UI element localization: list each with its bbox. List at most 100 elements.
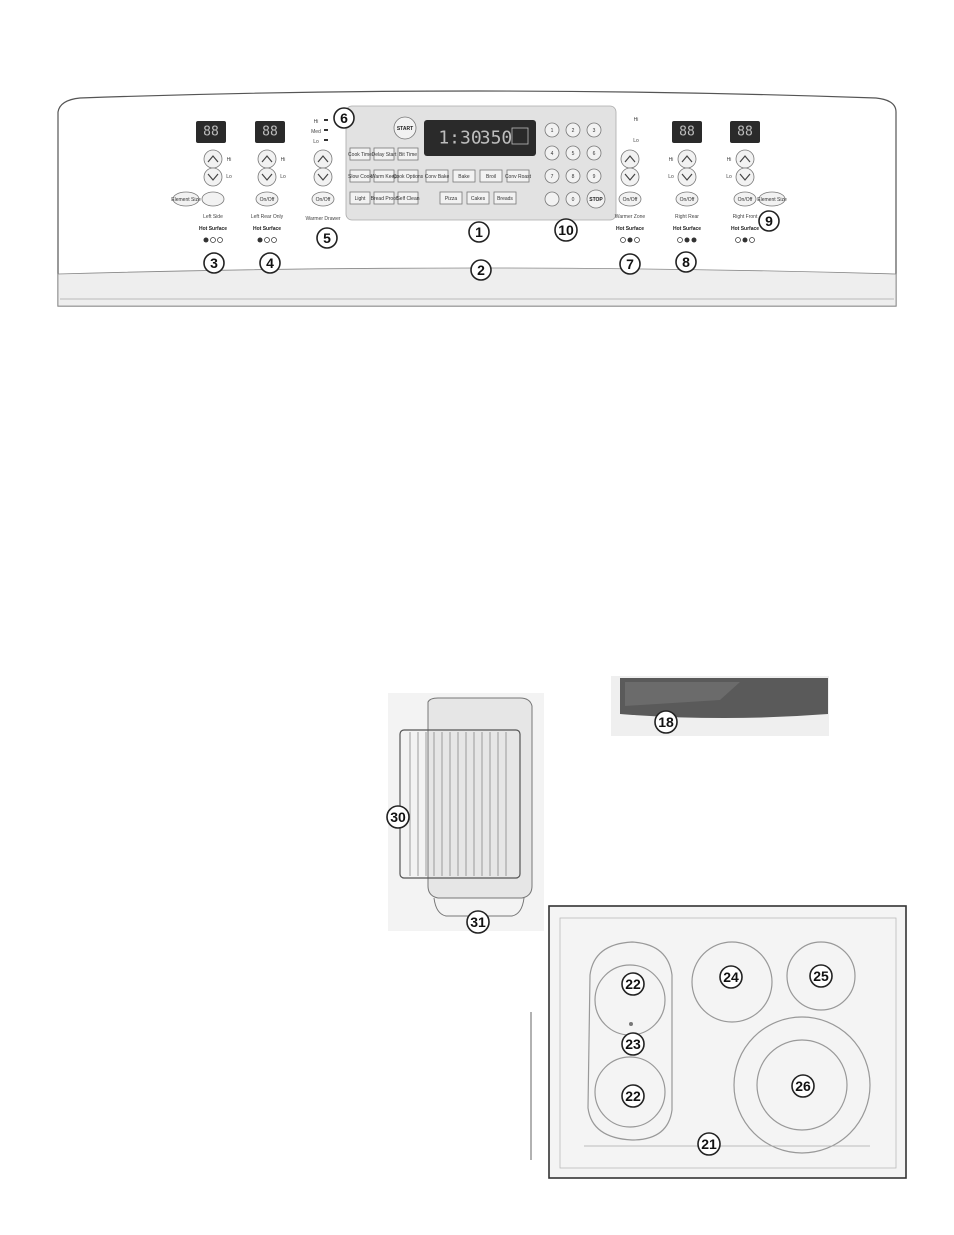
right-front-up-button[interactable] bbox=[735, 149, 755, 169]
warmer-zone-down-button[interactable] bbox=[620, 167, 640, 187]
svg-text:Self Clean: Self Clean bbox=[396, 196, 419, 202]
svg-text:0: 0 bbox=[572, 197, 575, 203]
svg-text:2: 2 bbox=[477, 262, 485, 278]
svg-text:Hot Surface: Hot Surface bbox=[616, 226, 644, 232]
svg-text:9: 9 bbox=[593, 174, 596, 180]
svg-text:Left Rear Only: Left Rear Only bbox=[251, 214, 284, 220]
warmer-down-button[interactable] bbox=[313, 167, 333, 187]
warm-keep-button[interactable] bbox=[373, 169, 395, 183]
slow-cook-button[interactable] bbox=[349, 169, 371, 183]
pizza-button[interactable] bbox=[439, 191, 463, 205]
svg-text:22: 22 bbox=[625, 1088, 641, 1104]
svg-text:Med: Med bbox=[311, 129, 321, 135]
warmer-up-button[interactable] bbox=[313, 149, 333, 169]
left-side-onoff-button[interactable] bbox=[201, 191, 225, 207]
svg-text:On/Off: On/Off bbox=[260, 197, 275, 203]
right-rear-up-button[interactable] bbox=[677, 149, 697, 169]
svg-text:Warmer Zone: Warmer Zone bbox=[615, 214, 646, 220]
bit-time-button[interactable] bbox=[397, 147, 419, 161]
callout-3: 3 bbox=[203, 252, 225, 274]
svg-text:Hi: Hi bbox=[634, 117, 639, 123]
left-rear-up-button[interactable] bbox=[257, 149, 277, 169]
svg-text:Element Size: Element Size bbox=[171, 197, 201, 203]
warmer-zone-up-button[interactable] bbox=[620, 149, 640, 169]
num-9-button[interactable] bbox=[586, 168, 602, 184]
warmer-zone-onoff-button[interactable] bbox=[618, 191, 642, 207]
rear-center-element bbox=[691, 941, 773, 1023]
right-rear-onoff-button[interactable] bbox=[675, 191, 699, 207]
svg-text:8: 8 bbox=[572, 174, 575, 180]
left-side-element-size-button[interactable] bbox=[172, 191, 200, 207]
left-side-zone: 88 Hi Lo Element Size Left Side Hot Surf… bbox=[171, 121, 232, 243]
svg-text:Bake: Bake bbox=[458, 174, 470, 180]
svg-text:STOP: STOP bbox=[589, 197, 603, 203]
svg-text:Cakes: Cakes bbox=[471, 196, 486, 202]
cook-time-button[interactable] bbox=[349, 147, 371, 161]
bake-button[interactable] bbox=[452, 169, 476, 183]
svg-text:Conv Roast: Conv Roast bbox=[505, 174, 532, 180]
num-6-button[interactable] bbox=[586, 145, 602, 161]
conv-bake-button[interactable] bbox=[425, 169, 449, 183]
delay-start-button[interactable] bbox=[373, 147, 395, 161]
conv-roast-button[interactable] bbox=[506, 169, 530, 183]
callout-31: 31 bbox=[466, 910, 490, 934]
callout-8: 8 bbox=[675, 251, 697, 273]
num-4-button[interactable] bbox=[544, 145, 560, 161]
callout-24: 24 bbox=[719, 965, 743, 989]
svg-text:22: 22 bbox=[625, 976, 641, 992]
svg-text:1: 1 bbox=[551, 128, 554, 134]
left-side-up-button[interactable] bbox=[203, 149, 223, 169]
svg-text:Conv Bake: Conv Bake bbox=[425, 174, 450, 180]
svg-text:1:30: 1:30 bbox=[438, 128, 481, 149]
svg-text:4: 4 bbox=[551, 151, 554, 157]
oven-controls: START 1:30 350 Cook Time Delay Start Bit… bbox=[348, 116, 606, 209]
num-8-button[interactable] bbox=[565, 168, 581, 184]
breads-button[interactable] bbox=[493, 191, 517, 205]
clock-button[interactable] bbox=[544, 191, 560, 207]
warmer-zone: Hi Lo On/Off Warmer Zone Hot Surface bbox=[615, 117, 646, 243]
svg-text:Hot Surface: Hot Surface bbox=[253, 226, 281, 232]
svg-text:8: 8 bbox=[682, 254, 690, 270]
left-rear-down-button[interactable] bbox=[257, 167, 277, 187]
right-front-onoff-button[interactable] bbox=[733, 191, 757, 207]
num-3-button[interactable] bbox=[586, 122, 602, 138]
num-0-button[interactable] bbox=[565, 191, 581, 207]
callout-22-front: 22 bbox=[621, 1084, 645, 1108]
num-2-button[interactable] bbox=[565, 122, 581, 138]
num-7-button[interactable] bbox=[544, 168, 560, 184]
left-side-down-button[interactable] bbox=[203, 167, 223, 187]
start-button[interactable] bbox=[393, 116, 417, 140]
stop-button[interactable] bbox=[586, 189, 606, 209]
broil-button[interactable] bbox=[479, 169, 503, 183]
svg-text:Hot Surface: Hot Surface bbox=[673, 226, 701, 232]
callout-4: 4 bbox=[259, 252, 281, 274]
svg-text:Lo: Lo bbox=[226, 174, 232, 180]
svg-text:Left Side: Left Side bbox=[203, 214, 223, 220]
cakes-button[interactable] bbox=[466, 191, 490, 205]
right-front-inner-element bbox=[756, 1039, 848, 1131]
svg-text:Hot Surface: Hot Surface bbox=[199, 226, 227, 232]
right-front-element-size-button[interactable] bbox=[758, 191, 786, 207]
bread-proof-button[interactable] bbox=[373, 191, 395, 205]
cook-options-button[interactable] bbox=[397, 169, 419, 183]
self-clean-button[interactable] bbox=[397, 191, 419, 205]
panel-trim-strip bbox=[57, 267, 897, 307]
svg-text:Hi: Hi bbox=[669, 157, 674, 163]
svg-text:On/Off: On/Off bbox=[316, 197, 331, 203]
num-5-button[interactable] bbox=[565, 145, 581, 161]
callout-6: 6 bbox=[333, 107, 355, 129]
right-rear-zone: 88 Hi Lo On/Off Right Rear Hot Surface bbox=[668, 121, 702, 243]
svg-text:Right Front: Right Front bbox=[733, 214, 758, 220]
light-button[interactable] bbox=[349, 191, 371, 205]
right-rear-down-button[interactable] bbox=[677, 167, 697, 187]
right-front-outer-element bbox=[733, 1016, 871, 1154]
left-rear-zone: 88 Hi Lo On/Off Left Rear Only Hot Surfa… bbox=[251, 121, 286, 243]
left-rear-onoff-button[interactable] bbox=[255, 191, 279, 207]
right-rear-element bbox=[786, 941, 856, 1011]
num-1-button[interactable] bbox=[544, 122, 560, 138]
svg-text:Delay Start: Delay Start bbox=[372, 152, 397, 158]
warmer-onoff-button[interactable] bbox=[311, 191, 335, 207]
right-front-down-button[interactable] bbox=[735, 167, 755, 187]
svg-text:Hi: Hi bbox=[227, 157, 232, 163]
svg-text:Hi: Hi bbox=[281, 157, 286, 163]
